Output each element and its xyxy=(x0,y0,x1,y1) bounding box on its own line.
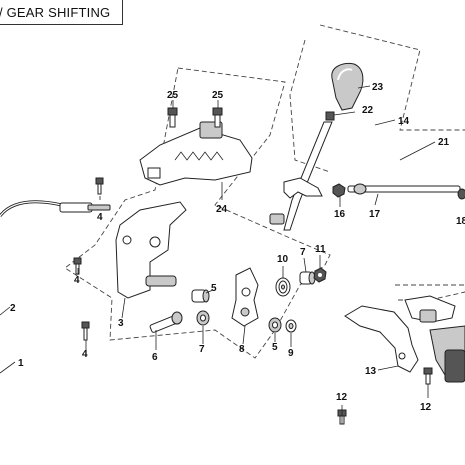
callout-7-left: 7 xyxy=(199,344,205,355)
callout-9: 9 xyxy=(288,348,294,359)
link-rod-end-left xyxy=(353,183,367,195)
shift-guide-slots xyxy=(174,151,224,161)
callout-2: 2 xyxy=(10,303,16,314)
callout-8: 8 xyxy=(239,344,245,355)
guide-plate-mount xyxy=(147,167,161,179)
selector-plate xyxy=(231,267,259,327)
callout-4-bottom: 4 xyxy=(82,349,88,360)
page-title: / GEAR SHIFTING xyxy=(0,5,111,20)
leader-lines xyxy=(0,85,436,424)
callout-25-right: 25 xyxy=(212,90,224,101)
callout-12-right: 12 xyxy=(420,402,432,413)
spring-10 xyxy=(275,277,291,297)
nut-16 xyxy=(332,183,346,198)
bushing-7-left xyxy=(196,310,210,326)
group-outline-shifter xyxy=(319,24,465,131)
title-box: / GEAR SHIFTING xyxy=(0,0,123,25)
bushing-5-right xyxy=(268,317,282,333)
callout-11: 11 xyxy=(315,244,326,255)
callout-5-left: 5 xyxy=(211,283,217,294)
bracket-hole xyxy=(122,235,132,245)
shift-cable xyxy=(0,200,63,217)
mount-bracket-hole xyxy=(398,352,406,360)
callout-18: 18 xyxy=(456,216,465,227)
callout-7-right: 7 xyxy=(300,247,306,258)
callout-16: 16 xyxy=(334,209,346,220)
group-outline-lever xyxy=(64,67,331,359)
shift-mount-clamp xyxy=(419,309,437,323)
nut-11 xyxy=(313,267,327,283)
callout-4-top: 4 xyxy=(97,212,103,223)
shift-knob-highlight xyxy=(337,68,353,81)
screw-12-top xyxy=(423,367,433,385)
callout-4-mid: 4 xyxy=(74,275,80,286)
knob-bushing xyxy=(325,111,335,121)
callouts: 1 2 3 4 4 4 5 5 6 7 7 8 9 10 11 12 12 13… xyxy=(10,82,465,413)
pin-6 xyxy=(149,311,183,333)
shift-cable-inner xyxy=(0,201,63,217)
selector-plate-hole-2 xyxy=(240,307,250,317)
bushing-5-left xyxy=(191,289,210,303)
callout-14: 14 xyxy=(398,116,410,127)
screw-4-mid xyxy=(73,257,82,275)
callout-3: 3 xyxy=(118,318,124,329)
group-outline-shifter-lower xyxy=(289,39,331,173)
shift-mount-arm xyxy=(404,295,456,323)
screw-4-top xyxy=(95,177,104,195)
shift-knob xyxy=(331,63,364,111)
link-rod-end-right xyxy=(457,188,465,200)
callout-17: 17 xyxy=(369,209,381,220)
callout-21: 21 xyxy=(438,137,450,148)
shift-lever-rod xyxy=(283,121,333,231)
bracket-boss xyxy=(149,236,161,248)
transmission-block xyxy=(444,349,465,383)
screw-25-left xyxy=(167,107,178,128)
shift-mount-bracket xyxy=(344,305,419,373)
callout-23: 23 xyxy=(372,82,384,93)
bracket-pivot-shaft xyxy=(145,275,177,287)
screw-25-right xyxy=(212,107,223,128)
callout-1: 1 xyxy=(18,358,24,369)
shift-lever-foot xyxy=(269,213,285,225)
bushing-7-right xyxy=(299,271,316,285)
callout-10: 10 xyxy=(277,254,289,265)
callout-5-right: 5 xyxy=(272,342,278,353)
callout-24: 24 xyxy=(216,204,228,215)
callout-12-bottom: 12 xyxy=(336,392,348,403)
washer-9 xyxy=(285,319,297,333)
shift-lever-base xyxy=(283,177,323,199)
screw-4-bottom xyxy=(81,321,90,341)
callout-25-left: 25 xyxy=(167,90,179,101)
cable-end-fitting xyxy=(59,202,93,213)
cable-end-rod xyxy=(87,204,111,211)
callout-6: 6 xyxy=(152,352,158,363)
shift-bracket xyxy=(115,201,187,299)
callout-22: 22 xyxy=(362,105,374,116)
selector-plate-hole xyxy=(241,287,251,297)
callout-13: 13 xyxy=(365,366,377,377)
link-rod xyxy=(347,185,461,193)
